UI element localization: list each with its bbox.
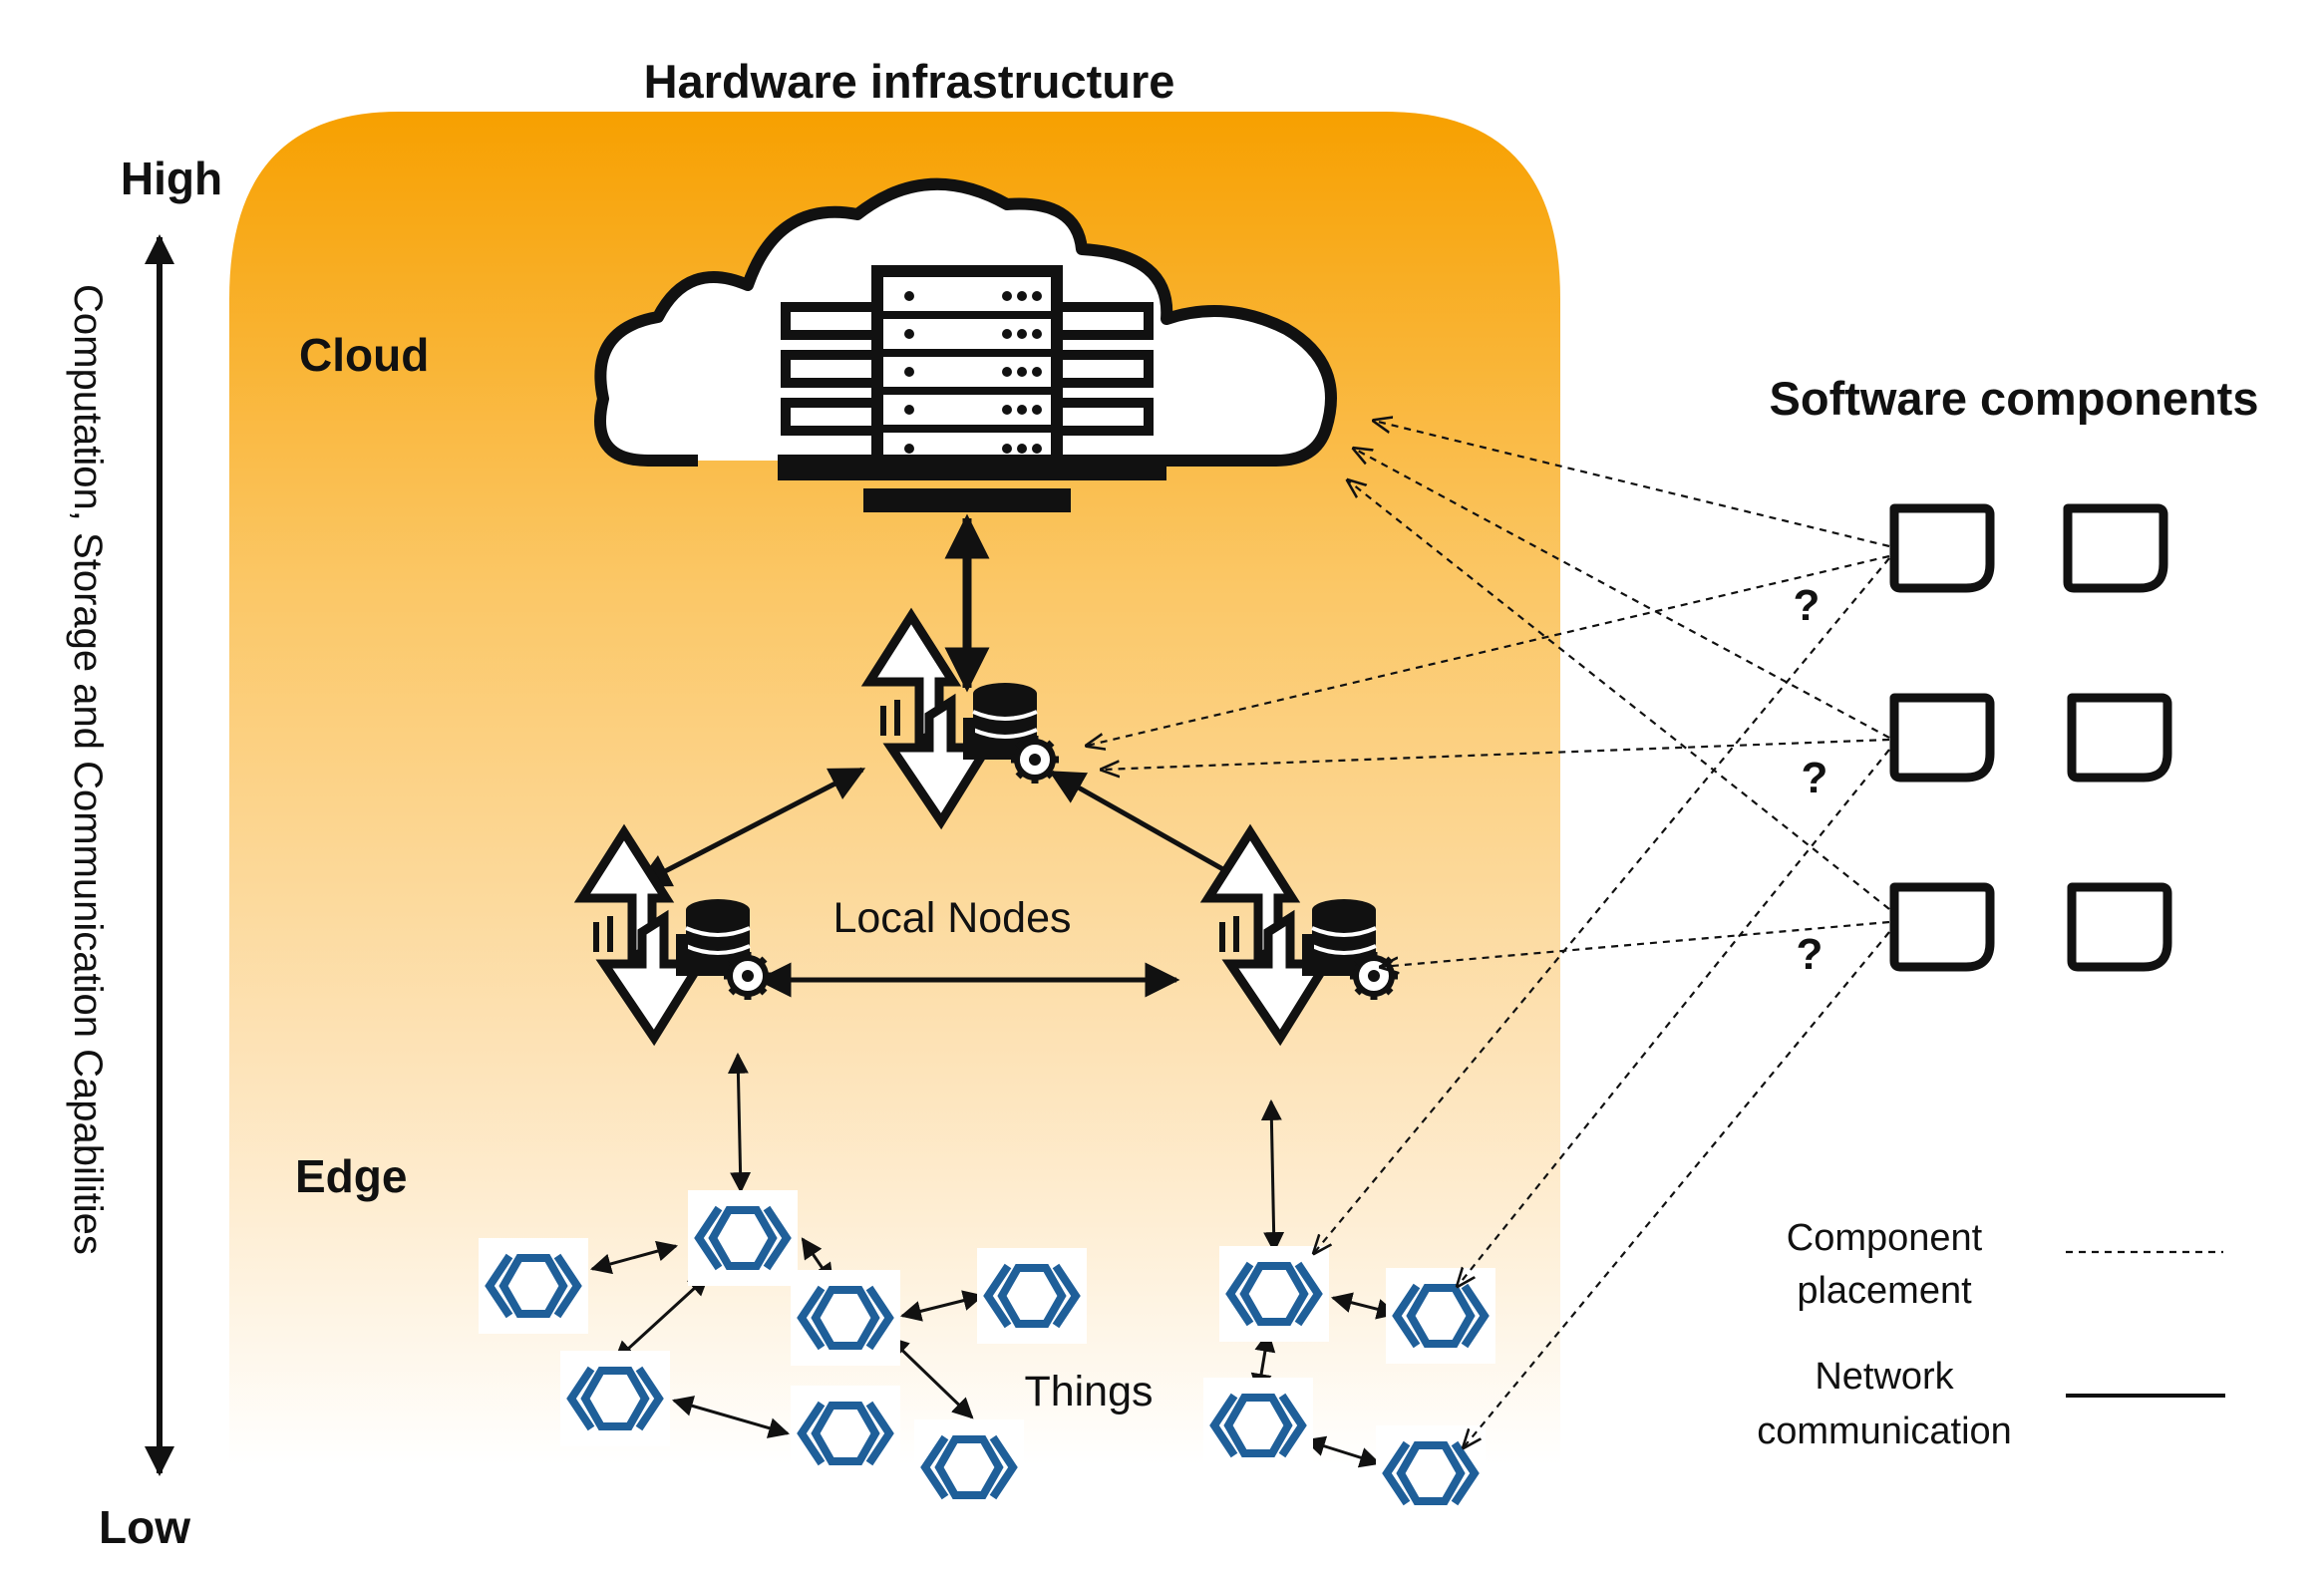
link-top-left-node (634, 767, 866, 888)
question-mark-3: ? (1797, 930, 1824, 979)
software-component-box (1894, 887, 1990, 967)
cloud-server-icon (594, 177, 1337, 512)
edge-tier-label: Edge (295, 1150, 407, 1202)
link-top-right-node (1048, 770, 1255, 888)
legend-network-line1: Network (1815, 1356, 1954, 1398)
question-mark-2: ? (1802, 754, 1828, 802)
thing-icon (479, 1238, 588, 1334)
thing-icon (791, 1386, 900, 1481)
thing-icon (1376, 1425, 1486, 1521)
thing-icon (1203, 1378, 1313, 1473)
legend: Component placement Network communicatio… (1757, 1217, 2225, 1452)
link-right-node-thing (1260, 1098, 1285, 1254)
local-nodes-label: Local Nodes (832, 894, 1071, 942)
software-components-title: Software components (1770, 372, 2259, 425)
link-left-node-thing (727, 1052, 752, 1194)
things-label: Things (1024, 1368, 1153, 1415)
diagram-title: Hardware infrastructure (644, 55, 1175, 108)
placement-links (1087, 421, 1890, 1447)
legend-placement-line1: Component (1787, 1217, 1983, 1259)
legend-placement-line2: placement (1797, 1270, 1972, 1312)
axis-capabilities-label: Computation, Storage and Communication C… (66, 284, 110, 1255)
thing-icon (1219, 1246, 1329, 1342)
thing-icon (977, 1248, 1087, 1344)
legend-network-line2: communication (1757, 1411, 2012, 1452)
software-component-box (2072, 887, 2167, 967)
thing-icon (791, 1270, 900, 1366)
software-component-box (2072, 698, 2167, 778)
software-component-box (1894, 698, 1990, 778)
software-component-box (1894, 508, 1990, 588)
question-mark-1: ? (1794, 581, 1821, 630)
network-links (589, 513, 1399, 1468)
thing-icon (914, 1419, 1024, 1515)
software-components-grid (1894, 508, 2167, 967)
software-component-box (2068, 508, 2163, 588)
axis-high-label: High (121, 153, 222, 204)
cloud-tier-label: Cloud (299, 329, 429, 381)
axis-low-label: Low (99, 1501, 190, 1553)
thing-icon (1386, 1268, 1495, 1364)
thing-icon (560, 1351, 670, 1446)
thing-icon (688, 1190, 798, 1286)
